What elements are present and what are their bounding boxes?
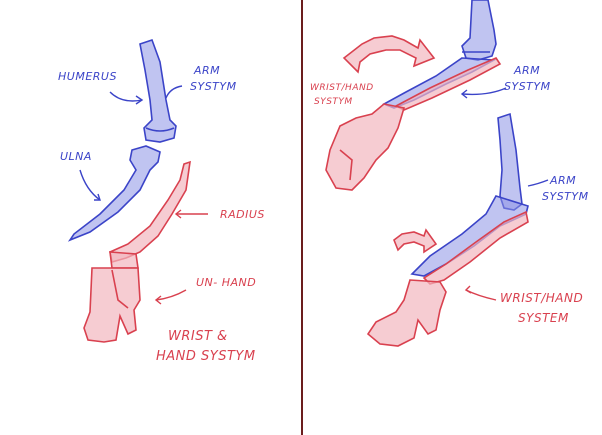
wrist-hand-bottom bbox=[366, 210, 529, 347]
label-un-hand: UN- HAND bbox=[196, 276, 256, 289]
pointer-arrows-red-left bbox=[154, 209, 208, 305]
label-arm-system-top-1: ARM bbox=[513, 64, 540, 77]
label-wrist-hand-top-2: SYSTYM bbox=[314, 97, 353, 107]
pointer-arrows-blue-left bbox=[79, 85, 183, 201]
label-wrist-hand-left-1: WRIST & bbox=[168, 329, 228, 344]
wrist-hand-top bbox=[325, 57, 502, 191]
label-wrist-hand-top-1: WRIST/HAND bbox=[310, 83, 374, 93]
wrist-block bbox=[109, 251, 139, 269]
hand-shape bbox=[83, 267, 141, 343]
label-arm-system-bottom-2: SYSTYM bbox=[542, 190, 589, 203]
label-wrist-hand-left-2: HAND SYSTYM bbox=[156, 349, 256, 364]
label-arm-system-left-2: SYSTYM bbox=[190, 80, 237, 93]
label-arm-system-bottom-1: ARM bbox=[549, 174, 576, 187]
label-wrist-hand-bottom-1: WRIST/HAND bbox=[500, 291, 583, 305]
humerus-bone bbox=[139, 38, 177, 143]
label-arm-system-top-2: SYSTYM bbox=[504, 80, 551, 93]
label-ulna: ULNA bbox=[60, 150, 92, 163]
pointer-arrows-blue-right bbox=[460, 87, 549, 187]
rotation-arrow-top bbox=[342, 35, 436, 74]
ulna-bone bbox=[67, 145, 161, 242]
pointer-arrows-red-right bbox=[464, 285, 497, 301]
label-wrist-hand-bottom-2: SYSTEM bbox=[518, 311, 569, 325]
label-humerus: HUMERUS bbox=[58, 70, 117, 83]
label-radius: RADIUS bbox=[220, 208, 265, 221]
rotation-arrow-bottom bbox=[393, 228, 438, 254]
label-arm-system-left-1: ARM bbox=[193, 64, 220, 77]
